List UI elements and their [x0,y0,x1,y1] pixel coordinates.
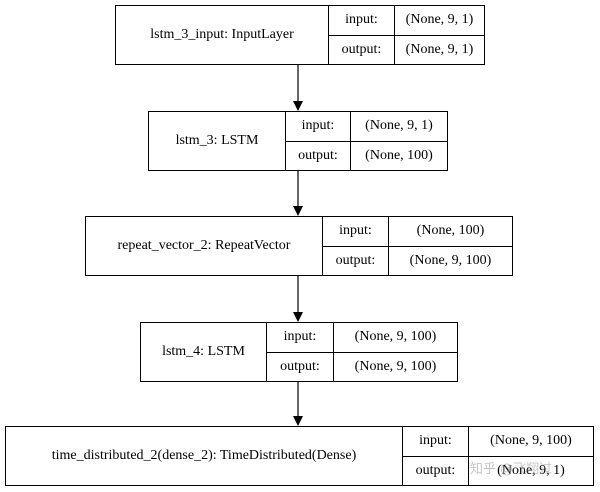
input-shape: (None, 9, 1) [365,118,433,134]
port-row-output: output: (None, 9, 1) [403,455,593,485]
node-time-distributed-2: time_distributed_2(dense_2): TimeDistrib… [5,426,594,486]
node-lstm-4: lstm_4: LSTM input: (None, 9, 100) outpu… [140,322,458,382]
node-name: lstm_3: LSTM [149,112,286,170]
node-repeat-vector-2: repeat_vector_2: RepeatVector input: (No… [85,216,513,276]
output-label: output: [329,35,395,64]
node-name: repeat_vector_2: RepeatVector [86,217,323,275]
output-shape: (None, 9, 100) [354,358,437,374]
output-shape: (None, 100) [365,147,433,163]
output-shape: (None, 9, 1) [405,41,474,57]
output-label: output: [286,141,351,170]
output-label: output: [323,246,389,275]
output-shape: (None, 9, 1) [497,462,565,478]
port-row-input: input: (None, 9, 1) [329,6,484,35]
output-shape: (None, 9, 100) [409,252,492,268]
node-name: lstm_3_input: InputLayer [116,6,329,64]
input-shape: (None, 9, 1) [405,12,474,28]
port-row-output: output: (None, 9, 100) [323,245,512,275]
port-row-output: output: (None, 9, 100) [267,351,457,381]
node-lstm-3-input: lstm_3_input: InputLayer input: (None, 9… [115,5,485,65]
port-row-output: output: (None, 100) [286,140,447,170]
input-shape: (None, 9, 100) [354,329,437,345]
node-ports: input: (None, 100) output: (None, 9, 100… [323,217,512,275]
node-name: time_distributed_2(dense_2): TimeDistrib… [6,427,403,485]
node-ports: input: (None, 9, 1) output: (None, 9, 1) [329,6,484,64]
node-ports: input: (None, 9, 1) output: (None, 100) [286,112,447,170]
input-shape: (None, 9, 100) [490,433,572,449]
input-label: input: [286,112,351,141]
node-name: lstm_4: LSTM [141,323,267,381]
input-label: input: [267,323,334,352]
output-label: output: [267,352,334,381]
port-row-input: input: (None, 9, 100) [403,427,593,456]
node-ports: input: (None, 9, 100) output: (None, 9, … [403,427,593,485]
input-label: input: [323,217,389,246]
watermark: 知乎 @飞翔过 [470,462,553,477]
input-label: input: [329,6,395,35]
input-label: input: [403,427,469,456]
node-lstm-3: lstm_3: LSTM input: (None, 9, 1) output:… [148,111,448,171]
port-row-input: input: (None, 9, 1) [286,112,447,141]
node-ports: input: (None, 9, 100) output: (None, 9, … [267,323,457,381]
input-shape: (None, 100) [416,223,485,239]
output-label: output: [403,456,469,485]
port-row-output: output: (None, 9, 1) [329,34,484,64]
port-row-input: input: (None, 100) [323,217,512,246]
port-row-input: input: (None, 9, 100) [267,323,457,352]
